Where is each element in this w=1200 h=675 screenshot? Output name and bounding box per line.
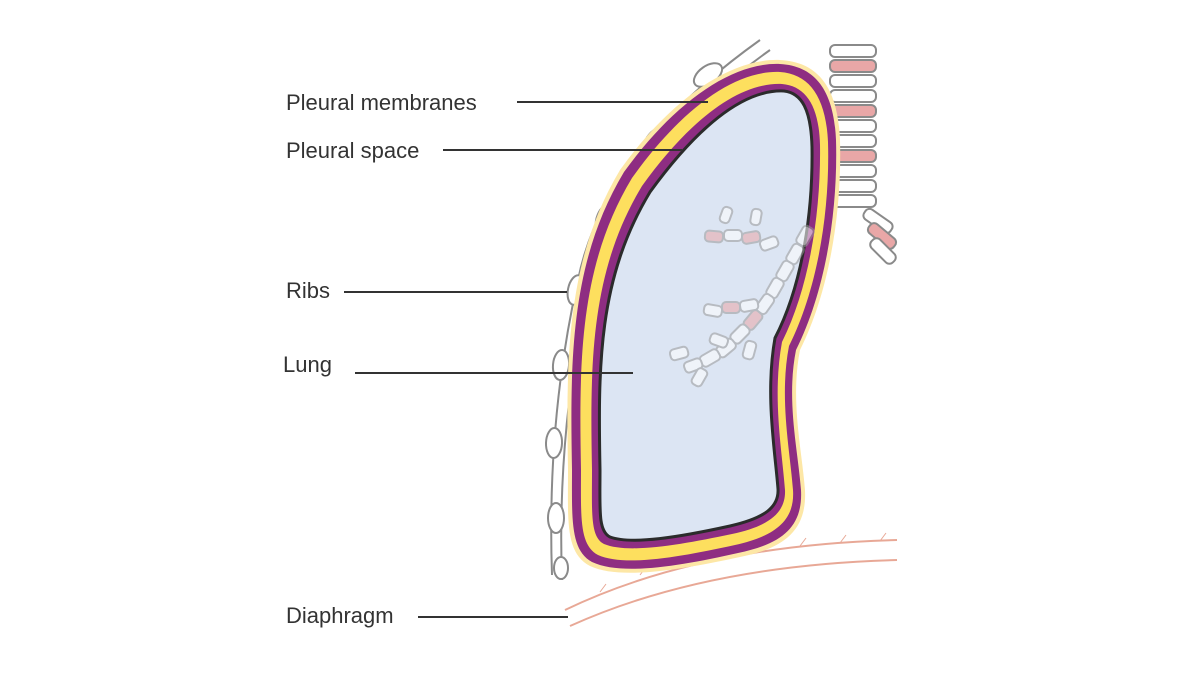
label-lung: Lung — [283, 352, 332, 377]
label-diaphragm: Diaphragm — [286, 603, 394, 628]
trachea-icon — [829, 44, 898, 265]
label-pleural-membranes: Pleural membranes — [286, 90, 477, 115]
label-pleural-space: Pleural space — [286, 138, 420, 163]
leader-lines — [344, 101, 708, 618]
pleura-layers — [567, 59, 841, 573]
bronchial-tree-icon — [668, 205, 815, 388]
label-ribs: Ribs — [286, 278, 331, 303]
